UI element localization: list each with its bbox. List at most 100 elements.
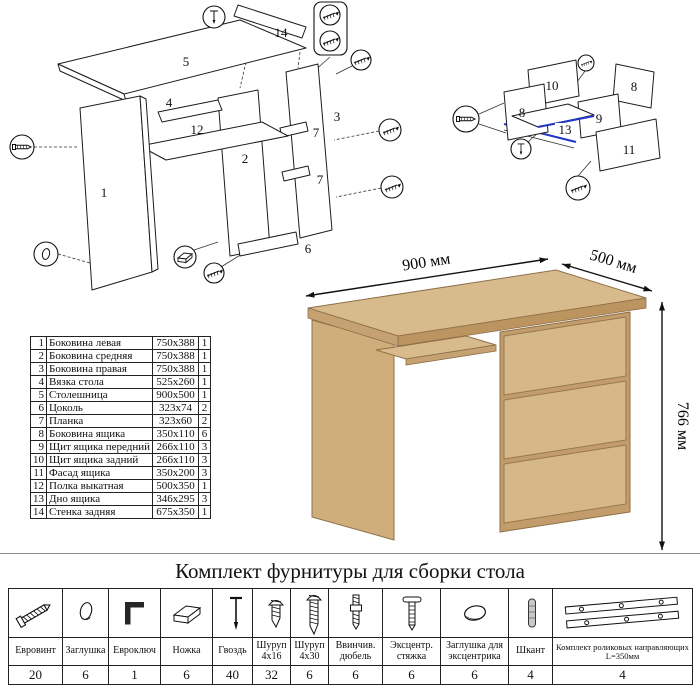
parts-cell-num: 11 xyxy=(30,466,47,480)
depth-dimension-arrow xyxy=(561,263,653,292)
hardware-name: Комплект роликовых направляющих L=350мм xyxy=(552,637,693,666)
hardware-name: Заглушка xyxy=(62,637,109,666)
hardware-icons-row xyxy=(8,588,693,638)
hardware-name: Шкант xyxy=(508,637,553,666)
parts-cell-name: Щит ящика задний xyxy=(45,453,154,467)
parts-cell-name: Боковина средняя xyxy=(45,349,154,363)
parts-cell-qty: 1 xyxy=(198,505,212,519)
part-number-label: 8 xyxy=(519,105,526,120)
part-panel-middle-side xyxy=(217,89,271,257)
parts-cell-name: Полка выкатная xyxy=(45,479,154,493)
parts-cell-size: 350x200 xyxy=(152,466,200,480)
part-number-label: 7 xyxy=(313,125,320,140)
part-panel-drawer-side-right xyxy=(612,63,655,109)
parts-cell-qty: 1 xyxy=(198,479,212,493)
parts-cell-qty: 3 xyxy=(198,492,212,506)
parts-cell-num: 12 xyxy=(30,479,47,493)
wood-dowel-icon xyxy=(508,588,553,638)
parts-cell-qty: 1 xyxy=(198,375,212,389)
parts-cell-size: 675x350 xyxy=(152,505,200,519)
parts-cell-name: Планка xyxy=(45,414,154,428)
parts-cell-num: 7 xyxy=(30,414,47,428)
part-panel-pullout-shelf xyxy=(139,121,289,161)
parts-cell-num: 13 xyxy=(30,492,47,506)
parts-cell-num: 2 xyxy=(30,349,47,363)
nail-callout xyxy=(202,5,226,29)
width-dimension-label: 900 мм xyxy=(401,251,451,275)
hardware-qty: 20 xyxy=(8,665,63,685)
parts-cell-size: 350x110 xyxy=(152,427,200,441)
part-panel-left-side xyxy=(79,95,153,291)
hardware-name: Шуруп 4x30 xyxy=(290,637,329,666)
parts-cell-size: 750x388 xyxy=(152,349,200,363)
screw-callout xyxy=(577,54,595,72)
euro-screw-callout xyxy=(9,134,35,160)
part-panel-tie xyxy=(157,99,223,123)
part-number-label: 8 xyxy=(631,79,638,94)
part-number-label: 6 xyxy=(305,241,312,256)
part-number-label: 12 xyxy=(191,122,204,137)
part-number-label: 9 xyxy=(596,111,603,126)
desk-drawer-front-1 xyxy=(503,316,627,396)
dowel-screw-icon xyxy=(328,588,383,638)
parts-cell-name: Боковина ящика xyxy=(45,427,154,441)
hardware-qty: 6 xyxy=(328,665,383,685)
nail-callout xyxy=(510,138,532,160)
parts-cell-name: Дно ящика xyxy=(45,492,154,506)
part-number-label: 14 xyxy=(275,25,289,40)
parts-cell-num: 10 xyxy=(30,453,47,467)
parts-cell-qty: 1 xyxy=(198,336,212,350)
desk-drawer-front-3 xyxy=(503,444,627,524)
hardware-qty: 4 xyxy=(508,665,553,685)
parts-cell-name: Цоколь xyxy=(45,401,154,415)
euro-screw-callout xyxy=(452,105,480,133)
hardware-qty: 4 xyxy=(552,665,693,685)
part-number-label: 13 xyxy=(559,122,572,137)
part-panel-plinth xyxy=(237,231,299,257)
screw-callout xyxy=(350,49,372,71)
cam-lock-icon xyxy=(382,588,441,638)
parts-cell-name: Стенка задняя xyxy=(45,505,154,519)
hardware-name: Эксцентр. стяжка xyxy=(382,637,441,666)
assembly-guide-lines xyxy=(34,51,382,264)
part-number-label: 1 xyxy=(101,185,108,200)
desk-left-side-panel xyxy=(311,319,395,541)
parts-cell-qty: 1 xyxy=(198,362,212,376)
plug-icon xyxy=(62,588,109,638)
hardware-name: Ножка xyxy=(160,637,213,666)
screws-callout-box xyxy=(313,1,348,56)
plug-callout xyxy=(33,241,59,267)
parts-cell-qty: 1 xyxy=(198,388,212,402)
parts-cell-size: 323x60 xyxy=(152,414,200,428)
parts-cell-qty: 2 xyxy=(198,401,212,415)
parts-cell-size: 900x500 xyxy=(152,388,200,402)
hardware-qty: 6 xyxy=(160,665,213,685)
height-dimension-label: 766 мм xyxy=(674,402,691,450)
part-number-label: 2 xyxy=(242,151,249,166)
desk-keyboard-tray-edge xyxy=(405,344,497,366)
parts-cell-name: Боковина левая xyxy=(45,336,154,350)
parts-cell-qty: 3 xyxy=(198,440,212,454)
desk-tabletop-front-edge xyxy=(397,297,647,347)
parts-cell-name: Вязка стола xyxy=(45,375,154,389)
parts-cell-num: 3 xyxy=(30,362,47,376)
hardware-name: Гвоздь xyxy=(212,637,253,666)
screw-callout xyxy=(380,175,404,199)
parts-cell-num: 5 xyxy=(30,388,47,402)
part-panel-left-side-edge xyxy=(139,95,159,273)
nail-icon xyxy=(212,588,253,638)
parts-cell-size: 266x110 xyxy=(152,453,200,467)
euro-screw-icon xyxy=(8,588,63,638)
parts-cell-qty: 6 xyxy=(198,427,212,441)
